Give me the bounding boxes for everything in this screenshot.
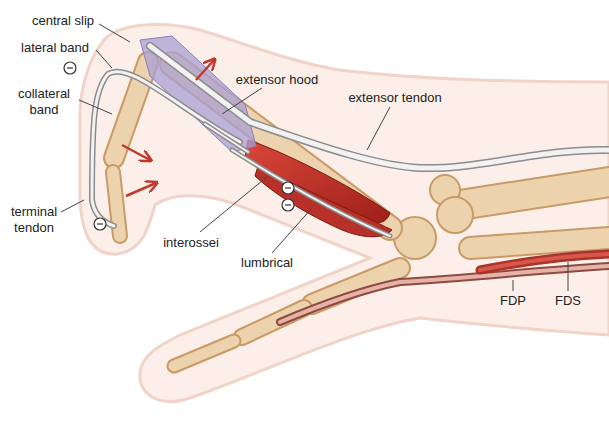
part-label: lateral band [21,40,89,56]
part-label: FDS [555,293,581,309]
part-label: interossei [163,235,219,251]
leader-lines [61,24,568,291]
part-label: FDP [500,293,526,309]
part-label: lumbrical [241,255,293,271]
hand-bones [394,175,609,259]
part-label: extensor hood [236,72,318,88]
skin-outline [80,25,609,402]
part-label: central slip [32,13,94,29]
force-arrows [122,60,214,196]
part-label: collateral band [11,86,77,118]
flexor-tendons [280,254,609,322]
extensor-tendons [92,46,609,236]
part-label: terminal tendon [3,204,65,236]
minus-symbols [64,62,294,230]
part-label: extensor tendon [348,90,441,106]
